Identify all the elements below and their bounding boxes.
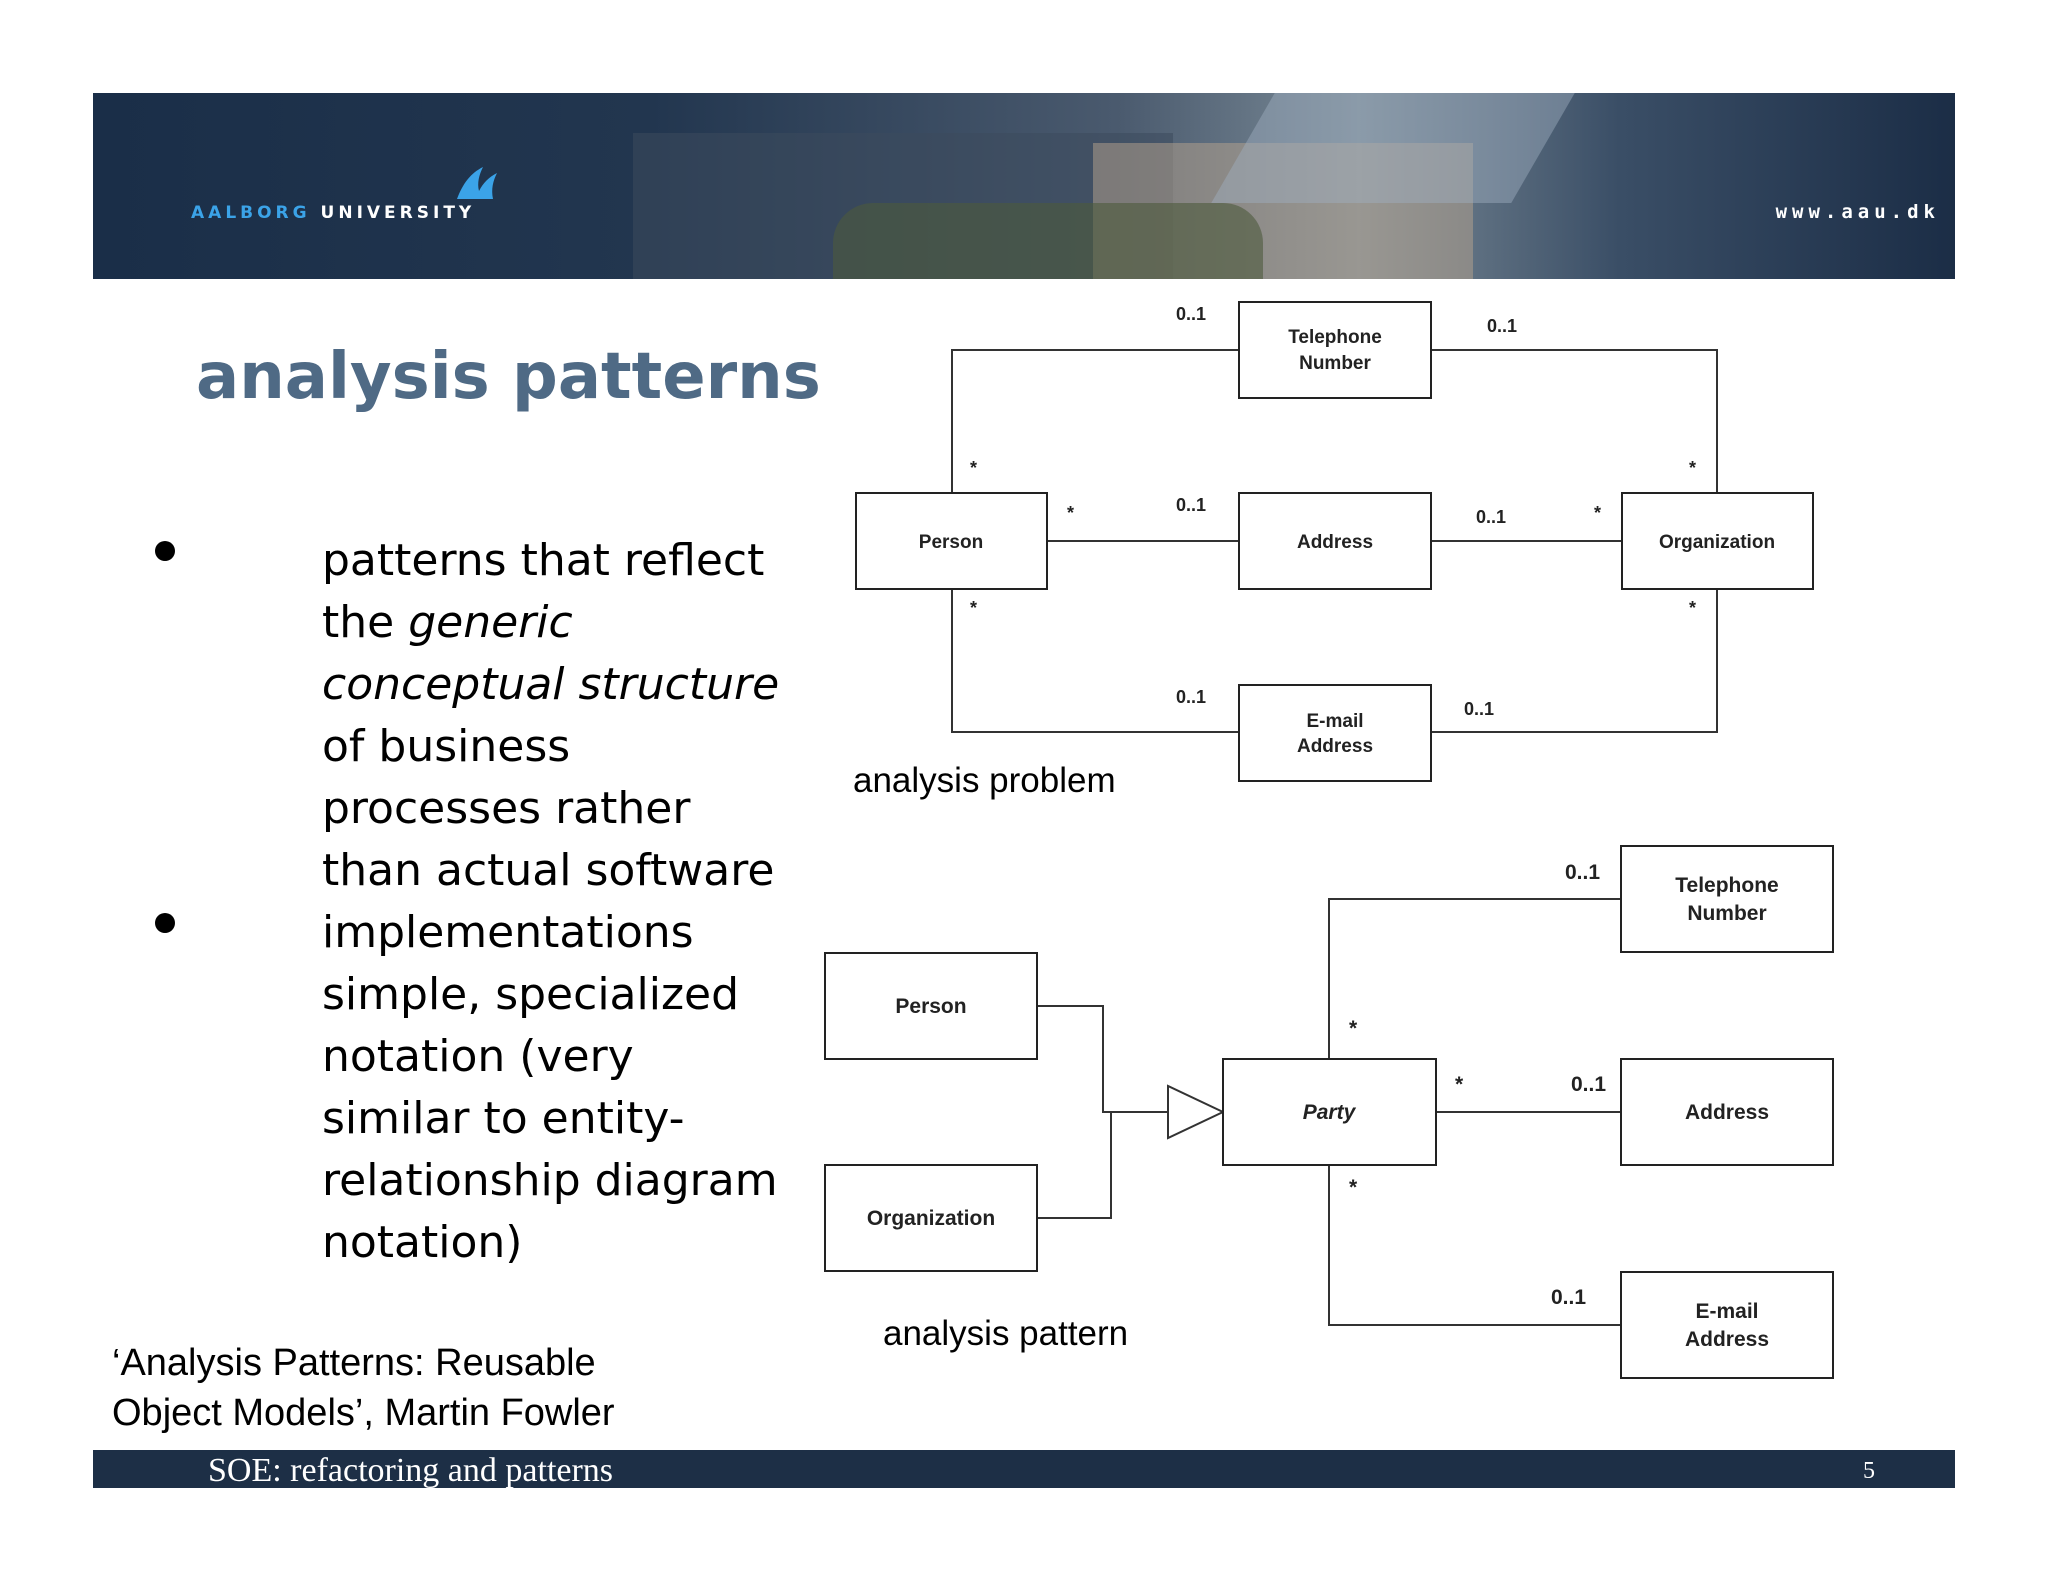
university-logo-text: AALBORG UNIVERSITY (191, 203, 475, 223)
book-reference: ‘Analysis Patterns: Reusable Object Mode… (112, 1338, 615, 1438)
aau-logo-icon (457, 167, 497, 199)
multiplicity-label: * (970, 458, 977, 478)
box-label: E-mail (1695, 1300, 1758, 1323)
box-label: Address (1297, 736, 1373, 757)
address-box: Address (1620, 1058, 1834, 1166)
university-prefix: AALBORG (191, 203, 311, 223)
connector-telephone-organization (1431, 349, 1718, 493)
multiplicity-label: * (1067, 503, 1074, 523)
email-address-box: E-mail Address (1238, 684, 1432, 782)
box-label: Person (895, 995, 966, 1018)
connector-person-telephone (951, 349, 1239, 493)
multiplicity-label: * (1349, 1176, 1358, 1199)
diagram-caption: analysis pattern (883, 1314, 1128, 1353)
multiplicity-label: * (1594, 503, 1601, 523)
bullet-dot-icon (155, 913, 175, 933)
box-label: Address (1297, 532, 1373, 553)
bullet-text: of business processes rather than actual… (322, 721, 775, 958)
multiplicity-label: * (1689, 598, 1696, 618)
multiplicity-label: 0..1 (1551, 1286, 1586, 1309)
box-label: Number (1687, 902, 1766, 925)
bullet-text-italic: generic conceptual structure (322, 597, 780, 710)
connector-person-generalization (1037, 1005, 1168, 1113)
generalization-arrow-icon (1167, 1084, 1226, 1140)
person-box: Person (855, 492, 1048, 590)
multiplicity-label: 0..1 (1565, 861, 1600, 884)
connector-person-email (951, 589, 1239, 733)
box-label: Telephone (1675, 874, 1778, 897)
multiplicity-label: 0..1 (1487, 316, 1517, 336)
slide-title: analysis patterns (196, 340, 821, 414)
organization-box: Organization (1621, 492, 1814, 590)
email-address-box: E-mail Address (1620, 1271, 1834, 1379)
multiplicity-label: * (970, 598, 977, 618)
bullet-dot-icon (155, 541, 175, 561)
party-box: Party (1222, 1058, 1437, 1166)
connector-party-email (1328, 1165, 1621, 1326)
address-box: Address (1238, 492, 1432, 590)
banner-trees-image (833, 203, 1263, 279)
bullet-list: patterns that reflect the generic concep… (322, 530, 792, 1274)
box-label: E-mail (1306, 711, 1363, 732)
bullet-item: patterns that reflect the generic concep… (322, 530, 792, 964)
bullet-item: simple, specialized notation (very simil… (322, 964, 792, 1274)
telephone-number-box: Telephone Number (1238, 301, 1432, 399)
university-url[interactable]: www.aau.dk (1775, 201, 1940, 223)
person-box: Person (824, 952, 1038, 1060)
box-label: Person (919, 532, 983, 553)
multiplicity-label: * (1349, 1017, 1358, 1040)
footer-course-title: SOE: refactoring and patterns (208, 1452, 614, 1489)
connector-email-organization (1431, 589, 1718, 733)
multiplicity-label: 0..1 (1176, 304, 1206, 324)
box-label: Organization (867, 1207, 995, 1230)
telephone-number-box: Telephone Number (1620, 845, 1834, 953)
reference-line: ‘Analysis Patterns: Reusable (112, 1342, 596, 1384)
diagram-caption: analysis problem (853, 761, 1116, 800)
header-banner: AALBORG UNIVERSITY www.aau.dk (93, 93, 1955, 279)
multiplicity-label: 0..1 (1464, 699, 1494, 719)
analysis-pattern-diagram: Person Organization Party Telephone Numb… (824, 845, 1834, 1379)
multiplicity-label: 0..1 (1571, 1073, 1606, 1096)
box-label: Telephone (1288, 327, 1382, 348)
connector-party-telephone (1328, 898, 1621, 1059)
box-label: Organization (1659, 532, 1775, 553)
connector-organization-generalization (1037, 1112, 1112, 1219)
organization-box: Organization (824, 1164, 1038, 1272)
multiplicity-label: 0..1 (1476, 507, 1506, 527)
box-label: Address (1685, 1101, 1769, 1124)
reference-line: Object Models’, Martin Fowler (112, 1392, 615, 1434)
multiplicity-label: 0..1 (1176, 495, 1206, 515)
box-label: Party (1303, 1101, 1357, 1124)
bullet-text: simple, specialized notation (very simil… (322, 969, 778, 1268)
analysis-problem-diagram: Telephone Number Person Address Organiza… (853, 301, 1814, 800)
multiplicity-label: 0..1 (1176, 687, 1206, 707)
multiplicity-label: * (1455, 1073, 1464, 1096)
multiplicity-label: * (1689, 458, 1696, 478)
bullet-text: patterns that reflect the (322, 535, 765, 648)
footer-bar: SOE: refactoring and patterns 5 (93, 1450, 1955, 1489)
page-number: 5 (1863, 1458, 1875, 1484)
box-label: Address (1685, 1328, 1769, 1351)
box-label: Number (1299, 353, 1371, 374)
university-suffix: UNIVERSITY (320, 203, 476, 223)
